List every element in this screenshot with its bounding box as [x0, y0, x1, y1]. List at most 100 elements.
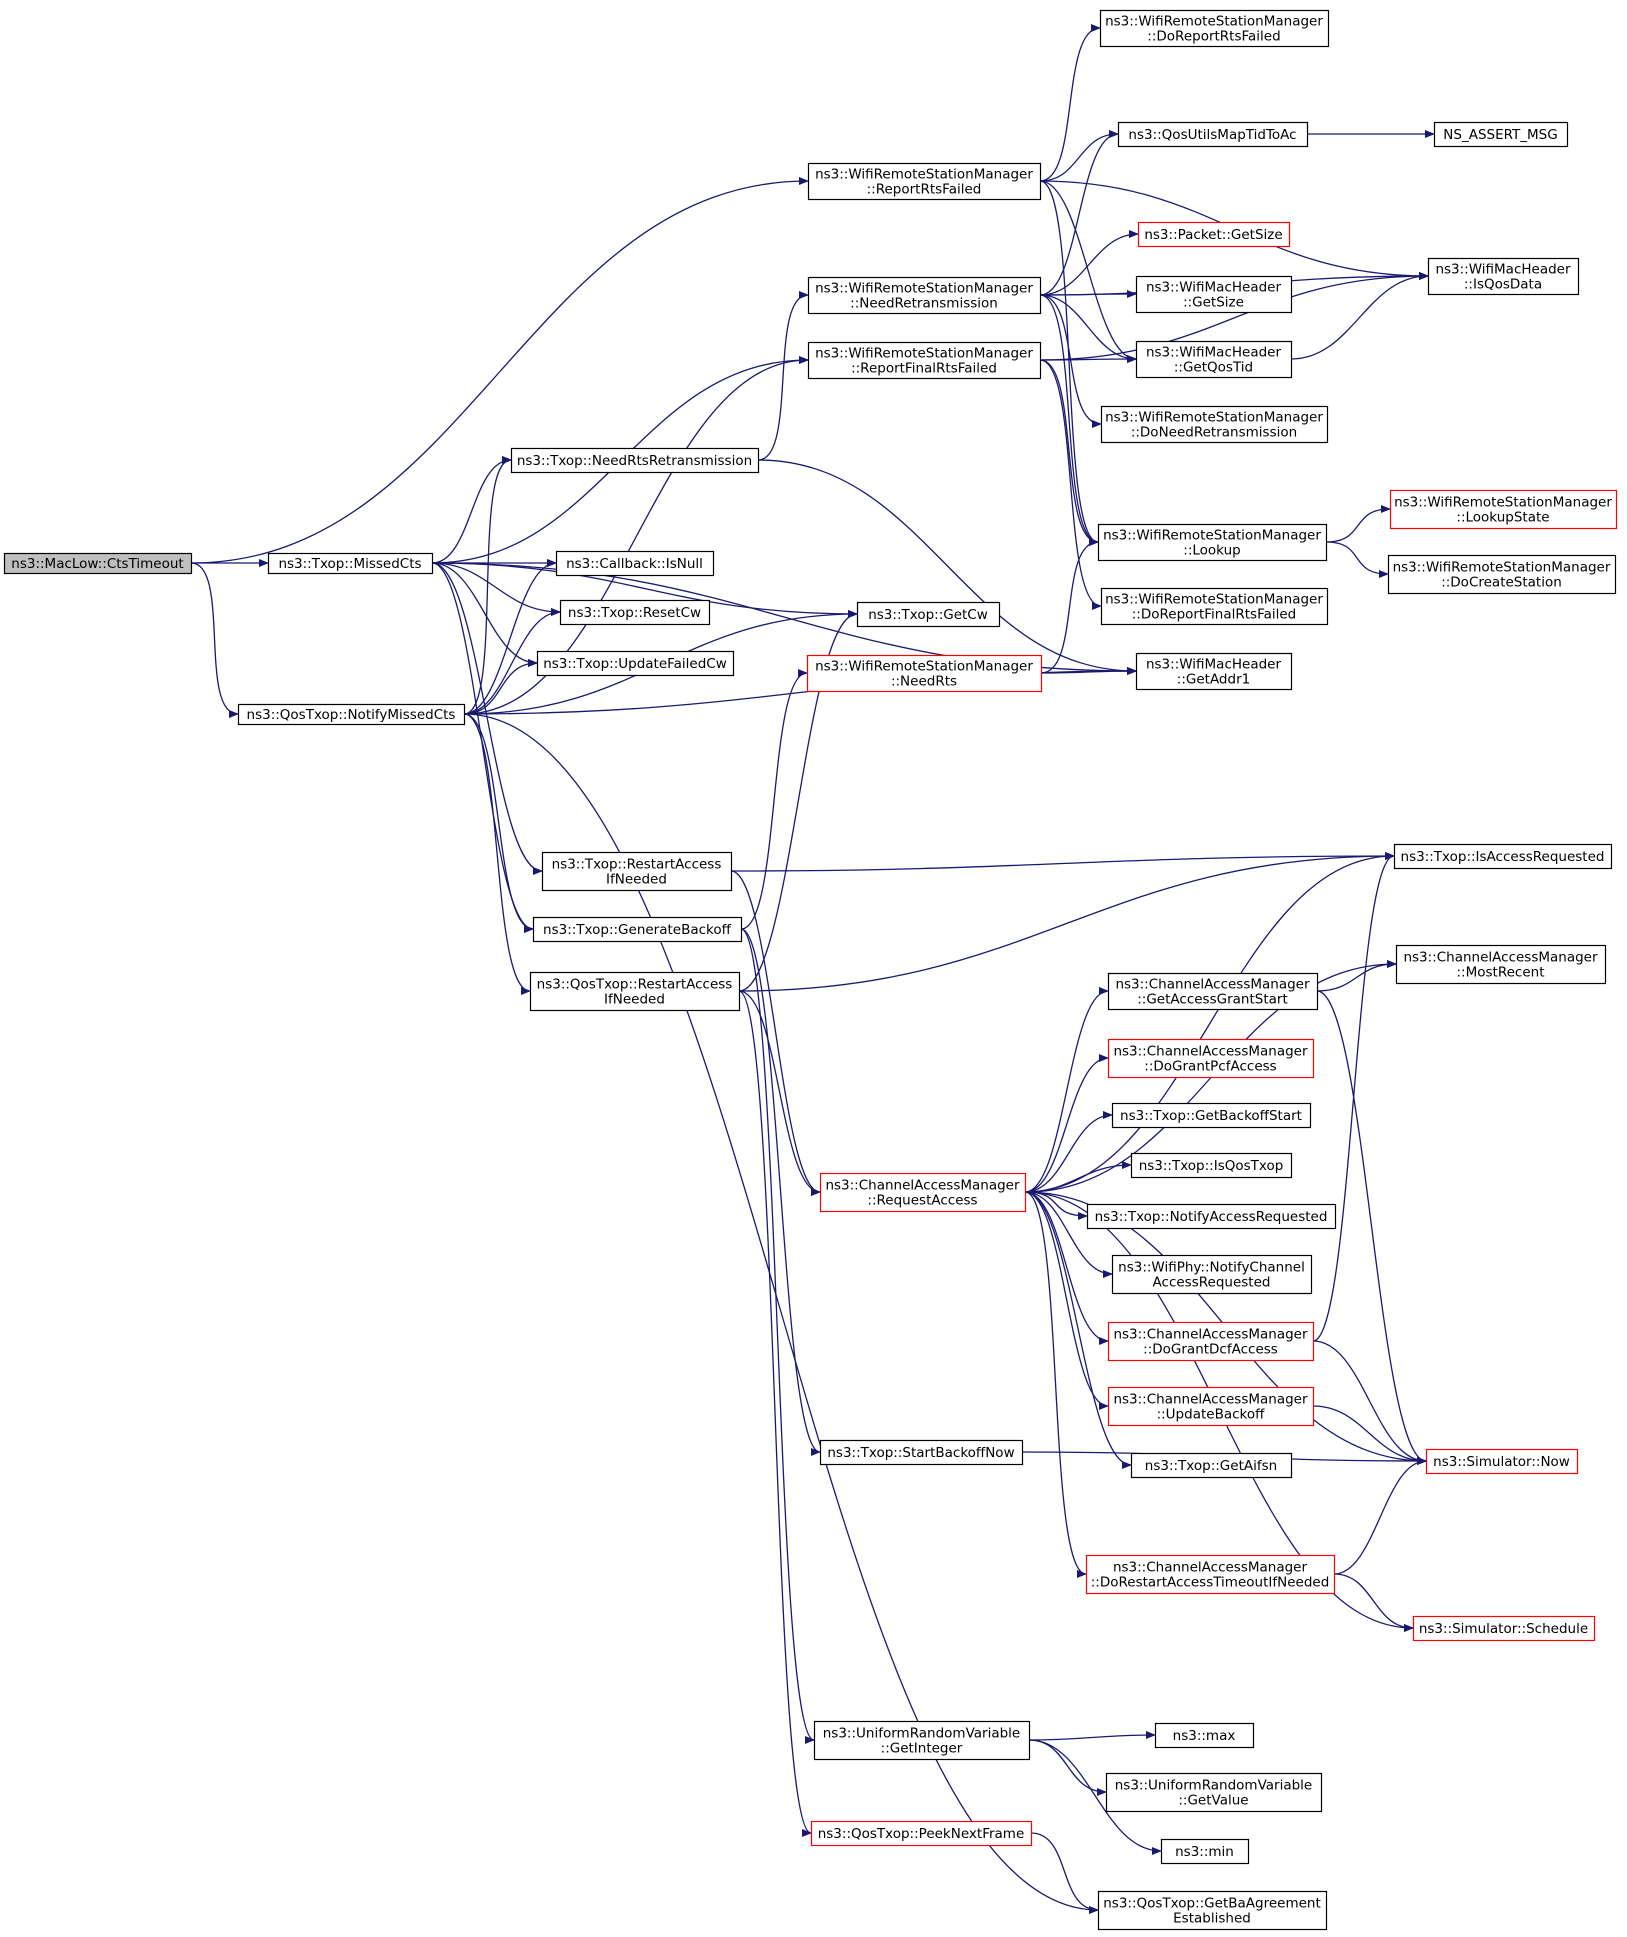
node-label-ctstimeout-0: ns3::MacLow::CtsTimeout: [11, 556, 183, 572]
node-assert[interactable]: NS_ASSERT_MSG: [1433, 121, 1569, 148]
node-box-hdrsize: [1135, 275, 1293, 314]
node-lookup[interactable]: ns3::WifiRemoteStationManager::Lookup: [1097, 523, 1328, 562]
edge-restart_qos-to-peeknext: [738, 990, 812, 1837]
edge-getinteger-to-min: [1028, 1739, 1162, 1855]
node-reportrts[interactable]: ns3::WifiRemoteStationManager::ReportRts…: [807, 162, 1042, 201]
node-label-genbackoff-0: ns3::Txop::GenerateBackoff: [543, 922, 732, 938]
node-hdrsize[interactable]: ns3::WifiMacHeader::GetSize: [1135, 275, 1293, 314]
edge-needretx-to-lookup: [1039, 294, 1099, 546]
node-grantstart[interactable]: ns3::ChannelAccessManager::GetAccessGran…: [1107, 972, 1319, 1011]
node-qosnotify[interactable]: ns3::QosTxop::NotifyMissedCts: [237, 703, 466, 726]
node-needrts[interactable]: ns3::WifiRemoteStationManager::NeedRts: [806, 654, 1043, 693]
edge-needrts-to-getaddr1: [1040, 667, 1137, 676]
node-label-hdrsize-0: ns3::WifiMacHeader: [1146, 280, 1282, 296]
node-updatefailed[interactable]: ns3::Txop::UpdateFailedCw: [536, 650, 735, 677]
edge-genbackoff-to-needrts: [740, 669, 808, 930]
node-isnull[interactable]: ns3::Callback::IsNull: [555, 550, 715, 577]
node-getaifsn[interactable]: ns3::Txop::GetAifsn: [1130, 1452, 1293, 1479]
node-box-updatefailed: [536, 650, 735, 677]
node-isaccessreq[interactable]: ns3::Txop::IsAccessRequested: [1393, 843, 1613, 870]
edge-reportfinal-to-dofinal: [1039, 359, 1102, 610]
edge-restart_qos-to-isaccessreq: [738, 852, 1395, 992]
node-label-dograntdcf-1: ::DoGrantDcfAccess: [1143, 1342, 1278, 1358]
edge-needrtsretx-to-needretx: [757, 291, 809, 461]
node-missedcts[interactable]: ns3::Txop::MissedCts: [267, 552, 434, 575]
node-label-getba-0: ns3::QosTxop::GetBaAgreement: [1103, 1896, 1321, 1912]
node-box-doneedretx: [1100, 405, 1329, 444]
node-dograntpcf[interactable]: ns3::ChannelAccessManager::DoGrantPcfAcc…: [1107, 1038, 1315, 1079]
node-requestaccess[interactable]: ns3::ChannelAccessManager::RequestAccess: [819, 1172, 1027, 1213]
node-box-dorts: [1099, 9, 1330, 48]
node-label-reportrts-0: ns3::WifiRemoteStationManager: [815, 167, 1033, 183]
node-doneedretx[interactable]: ns3::WifiRemoteStationManager::DoNeedRet…: [1100, 405, 1329, 444]
node-pktsize[interactable]: ns3::Packet::GetSize: [1137, 221, 1291, 248]
node-ctstimeout[interactable]: ns3::MacLow::CtsTimeout: [3, 552, 193, 575]
node-label-isqosdata-1: ::IsQosData: [1464, 277, 1542, 293]
edge-dorestart-to-schedule: [1333, 1573, 1414, 1632]
node-box-getvalue: [1105, 1772, 1323, 1813]
node-getinteger[interactable]: ns3::UniformRandomVariable::GetInteger: [813, 1720, 1031, 1761]
node-dorestart[interactable]: ns3::ChannelAccessManager::DoRestartAcce…: [1085, 1554, 1336, 1595]
edge-requestaccess-to-getaifsn: [1024, 1191, 1132, 1469]
node-box-docreate: [1387, 554, 1617, 595]
node-label-getaifsn-0: ns3::Txop::GetAifsn: [1145, 1458, 1277, 1474]
edge-getinteger-to-max: [1028, 1731, 1156, 1741]
node-startbackoff[interactable]: ns3::Txop::StartBackoffNow: [819, 1439, 1024, 1466]
node-phynotify[interactable]: ns3::WifiPhy::NotifyChannelAccessRequest…: [1111, 1254, 1313, 1295]
node-genbackoff[interactable]: ns3::Txop::GenerateBackoff: [532, 916, 743, 943]
node-label-isqostxop-0: ns3::Txop::IsQosTxop: [1139, 1158, 1284, 1174]
node-box-missedcts: [267, 552, 434, 575]
node-max[interactable]: ns3::max: [1154, 1722, 1255, 1749]
node-label-phynotify-1: AccessRequested: [1153, 1275, 1271, 1291]
node-label-requestaccess-1: ::RequestAccess: [867, 1193, 977, 1209]
node-label-dorts-1: ::DoReportRtsFailed: [1147, 29, 1280, 45]
edge-reportrts-to-dorts: [1039, 24, 1101, 182]
node-label-getinteger-0: ns3::UniformRandomVariable: [823, 1726, 1021, 1742]
node-box-reportrts: [807, 162, 1042, 201]
node-label-docreate-0: ns3::WifiRemoteStationManager: [1393, 560, 1611, 576]
node-getqostid[interactable]: ns3::WifiMacHeader::GetQosTid: [1135, 340, 1293, 379]
node-simnow[interactable]: ns3::Simulator::Now: [1425, 1448, 1579, 1475]
node-label-getvalue-0: ns3::UniformRandomVariable: [1115, 1778, 1313, 1794]
node-maptid[interactable]: ns3::QosUtilsMapTidToAc: [1117, 121, 1309, 148]
edge-reportfinal-to-lookup: [1039, 359, 1099, 546]
node-isqostxop[interactable]: ns3::Txop::IsQosTxop: [1130, 1152, 1293, 1179]
node-getaddr1[interactable]: ns3::WifiMacHeader::GetAddr1: [1135, 652, 1293, 691]
node-label-needretx-0: ns3::WifiRemoteStationManager: [815, 281, 1033, 297]
node-min[interactable]: ns3::min: [1160, 1838, 1250, 1865]
node-peeknext[interactable]: ns3::QosTxop::PeekNextFrame: [810, 1820, 1033, 1847]
node-needretx[interactable]: ns3::WifiRemoteStationManager::NeedRetra…: [807, 276, 1042, 315]
node-docreate[interactable]: ns3::WifiRemoteStationManager::DoCreateS…: [1387, 554, 1617, 595]
node-reportfinal[interactable]: ns3::WifiRemoteStationManager::ReportFin…: [807, 341, 1042, 380]
node-dofinal[interactable]: ns3::WifiRemoteStationManager::DoReportF…: [1100, 587, 1329, 626]
node-notifyaccess[interactable]: ns3::Txop::NotifyAccessRequested: [1086, 1203, 1337, 1230]
edge-dograntdcf-to-isaccessreq: [1312, 852, 1395, 1342]
node-box-lookupstate: [1389, 489, 1618, 530]
node-getcw[interactable]: ns3::Txop::GetCw: [856, 601, 1001, 628]
edge-requestaccess-to-grantstart: [1024, 987, 1109, 1193]
node-resetcw[interactable]: ns3::Txop::ResetCw: [559, 599, 711, 626]
node-label-dorestart-1: ::DoRestartAccessTimeoutIfNeeded: [1091, 1575, 1330, 1591]
node-label-resetcw-0: ns3::Txop::ResetCw: [568, 605, 701, 621]
node-dorts[interactable]: ns3::WifiRemoteStationManager::DoReportR…: [1099, 9, 1330, 48]
node-label-phynotify-0: ns3::WifiPhy::NotifyChannel: [1118, 1260, 1305, 1276]
node-schedule[interactable]: ns3::Simulator::Schedule: [1412, 1615, 1596, 1642]
node-label-dograntpcf-1: ::DoGrantPcfAccess: [1144, 1059, 1276, 1075]
node-label-restart_txop-1: IfNeeded: [606, 872, 667, 888]
node-label-reportrts-1: ::ReportRtsFailed: [867, 182, 982, 198]
node-label-schedule-0: ns3::Simulator::Schedule: [1419, 1621, 1588, 1637]
node-backoffstart[interactable]: ns3::Txop::GetBackoffStart: [1111, 1102, 1312, 1129]
node-updatebackoff[interactable]: ns3::ChannelAccessManager::UpdateBackoff: [1107, 1386, 1315, 1427]
node-mostrecent[interactable]: ns3::ChannelAccessManager::MostRecent: [1395, 944, 1607, 985]
node-lookupstate[interactable]: ns3::WifiRemoteStationManager::LookupSta…: [1389, 489, 1618, 530]
node-label-getinteger-1: ::GetInteger: [881, 1741, 963, 1757]
node-getvalue[interactable]: ns3::UniformRandomVariable::GetValue: [1105, 1772, 1323, 1813]
node-box-needrtsretx: [510, 447, 760, 474]
node-needrtsretx[interactable]: ns3::Txop::NeedRtsRetransmission: [510, 447, 760, 474]
node-dograntdcf[interactable]: ns3::ChannelAccessManager::DoGrantDcfAcc…: [1107, 1321, 1315, 1362]
node-isqosdata[interactable]: ns3::WifiMacHeader::IsQosData: [1427, 257, 1580, 296]
